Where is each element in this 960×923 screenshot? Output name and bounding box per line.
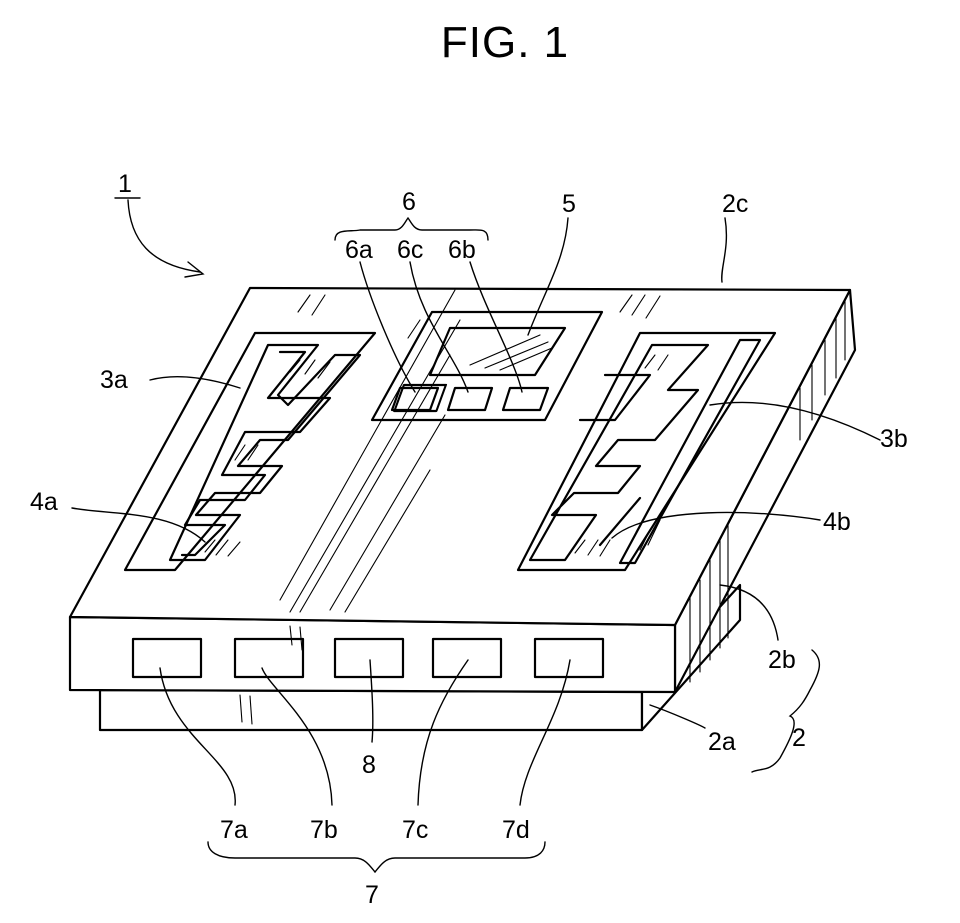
label-element-4b: 4b <box>823 508 851 536</box>
label-terminal-7c: 7c <box>402 816 428 844</box>
substrate-body <box>70 288 855 730</box>
label-terminal-7a: 7a <box>220 816 248 844</box>
label-group-6: 6 <box>402 188 416 216</box>
label-pad-6b: 6b <box>448 236 476 264</box>
label-terminal-8: 8 <box>362 751 376 779</box>
label-pad-6a: 6a <box>345 236 373 264</box>
label-pad-6c: 6c <box>397 236 423 264</box>
label-element-3b: 3b <box>880 425 908 453</box>
label-layer-2b: 2b <box>768 646 796 674</box>
label-element-4a: 4a <box>30 488 58 516</box>
layer-2b-front <box>70 617 675 692</box>
label-terminal-7d: 7d <box>502 816 530 844</box>
label-layer-2c: 2c <box>722 190 748 218</box>
label-device-1: 1 <box>118 170 132 198</box>
label-substrate-2: 2 <box>792 724 806 752</box>
label-terminal-7b: 7b <box>310 816 338 844</box>
figure-title: FIG. 1 <box>441 18 569 67</box>
label-group-7: 7 <box>365 881 379 909</box>
label-layer-2a: 2a <box>708 728 736 756</box>
label-chip-5: 5 <box>562 190 576 218</box>
label-element-3a: 3a <box>100 366 128 394</box>
